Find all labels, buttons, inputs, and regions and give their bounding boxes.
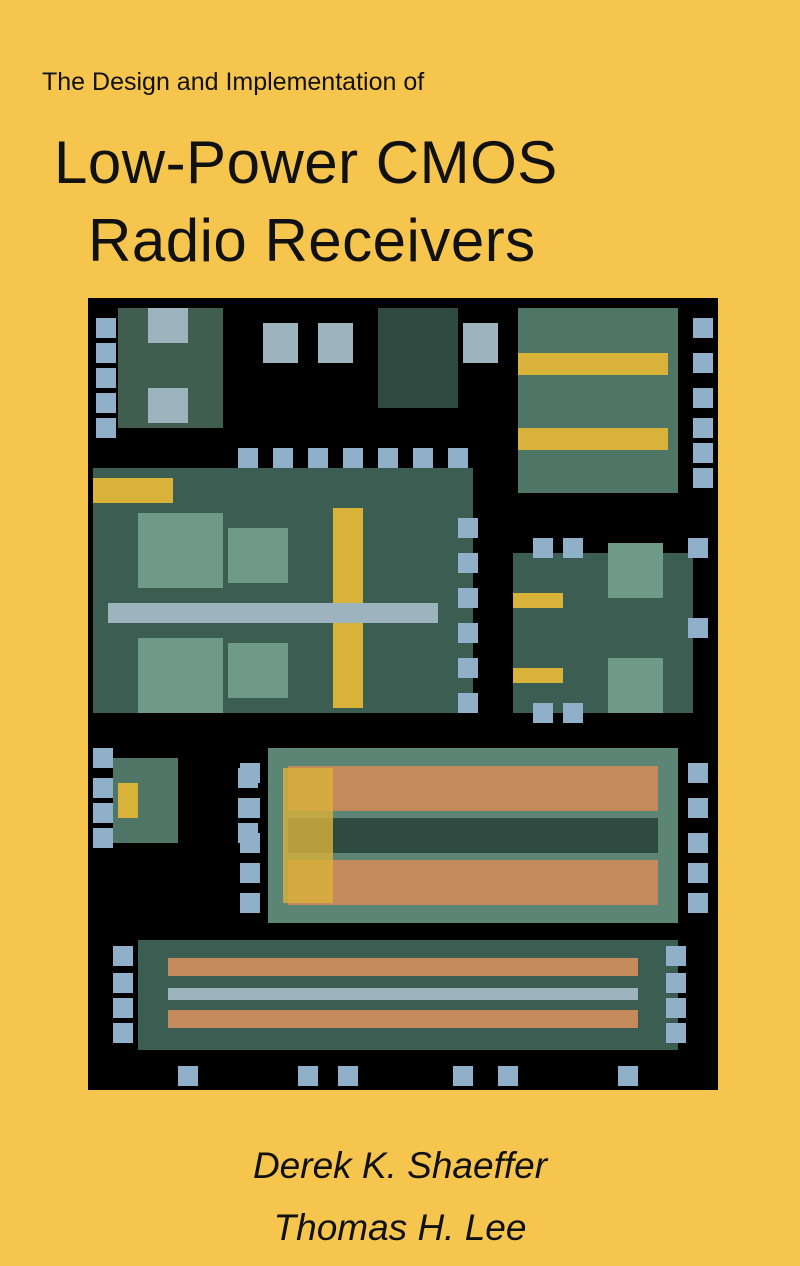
bond-pad (298, 1066, 318, 1086)
bond-pad (688, 538, 708, 558)
bond-pad (693, 318, 713, 338)
bond-pad (458, 518, 478, 538)
bond-pad (240, 893, 260, 913)
bond-pad (308, 448, 328, 468)
author-1: Derek K. Shaeffer (252, 1145, 548, 1186)
bond-pad (458, 658, 478, 678)
bond-pad (458, 553, 478, 573)
block-lna-mixer (93, 468, 473, 713)
bond-pad (458, 623, 478, 643)
bond-pad (688, 618, 708, 638)
bond-pad (563, 703, 583, 723)
bond-pad (693, 418, 713, 438)
bond-pad (178, 1066, 198, 1086)
bond-pad (448, 448, 468, 468)
bond-pad (688, 798, 708, 818)
bond-pad (113, 1023, 133, 1043)
bond-pad (113, 998, 133, 1018)
bond-pad (453, 1066, 473, 1086)
bond-pad (113, 973, 133, 993)
block-filter (268, 748, 678, 923)
bond-pad (688, 763, 708, 783)
bond-pad (93, 748, 113, 768)
bond-pad (458, 588, 478, 608)
bond-pad (96, 418, 116, 438)
bond-pad (96, 343, 116, 363)
bond-pad (688, 833, 708, 853)
bond-pad (93, 778, 113, 798)
bond-pad (113, 946, 133, 966)
bond-pad (378, 448, 398, 468)
bond-pad (533, 538, 553, 558)
bond-pad (240, 763, 260, 783)
bond-pads (93, 318, 713, 1086)
bond-pad (666, 973, 686, 993)
author-2: Thomas H. Lee (273, 1207, 527, 1248)
bond-pad (693, 353, 713, 373)
block-bottom (138, 940, 678, 1050)
bond-pad (666, 946, 686, 966)
subtitle: The Design and Implementation of (42, 68, 425, 96)
bond-pad (618, 1066, 638, 1086)
block-small-left (113, 758, 178, 843)
bond-pad (93, 803, 113, 823)
block-top-middle (263, 308, 498, 408)
bond-pad (240, 833, 260, 853)
bond-pad (693, 388, 713, 408)
bond-pad (498, 1066, 518, 1086)
bond-pad (693, 468, 713, 488)
bond-pad (458, 693, 478, 713)
bond-pad (338, 1066, 358, 1086)
bond-pad (563, 538, 583, 558)
block-right-middle (513, 543, 693, 713)
bond-pad (343, 448, 363, 468)
bond-pad (96, 393, 116, 413)
bond-pad (238, 448, 258, 468)
bond-pad (413, 448, 433, 468)
bond-pad (693, 443, 713, 463)
bond-pad (240, 798, 260, 818)
bond-pad (533, 703, 553, 723)
bond-pad (93, 828, 113, 848)
bond-pad (666, 1023, 686, 1043)
bond-pad (240, 863, 260, 883)
bond-pad (666, 998, 686, 1018)
chip-die-photo (88, 298, 718, 1090)
bond-pad (273, 448, 293, 468)
bond-pad (688, 863, 708, 883)
bond-pad (96, 368, 116, 388)
title-line-1: Low-Power CMOS (54, 129, 558, 196)
title-line-2: Radio Receivers (88, 207, 536, 274)
block-top-left (118, 308, 223, 428)
bond-pad (688, 893, 708, 913)
block-top-right (518, 308, 678, 493)
bond-pad (96, 318, 116, 338)
